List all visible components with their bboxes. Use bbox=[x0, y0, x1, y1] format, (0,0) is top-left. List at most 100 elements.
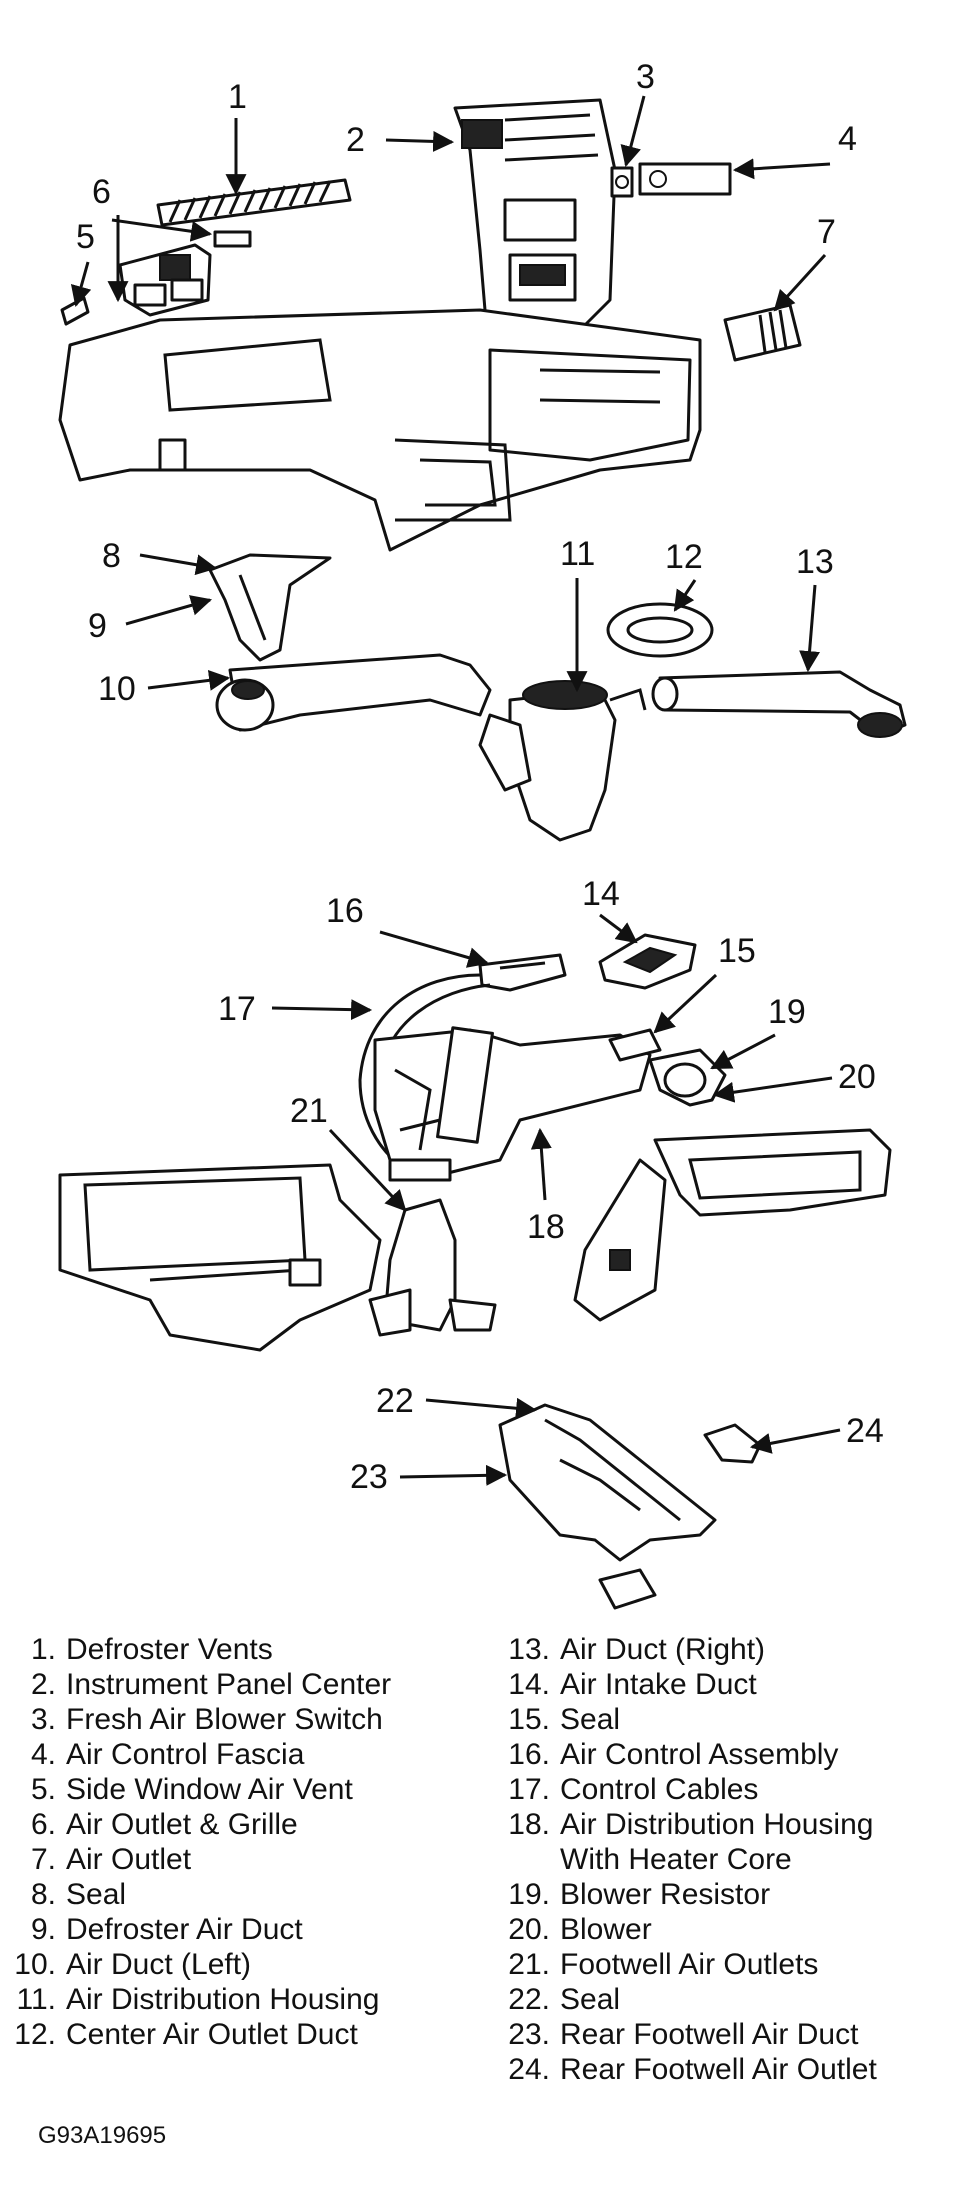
callout-9: 9 bbox=[88, 607, 107, 645]
air-duct-left-part bbox=[215, 653, 492, 732]
legend-item: 13. Air Duct (Right) bbox=[494, 1632, 877, 1667]
legend-item-label: Center Air Outlet Duct bbox=[66, 2018, 358, 2051]
air-duct-right-part bbox=[651, 670, 907, 738]
callout-1: 1 bbox=[228, 78, 247, 116]
defroster-air-duct-part bbox=[208, 553, 332, 662]
exploded-parts-diagram: 1 2 3 4 6 5 7 8 9 10 11 12 13 14 16 15 1… bbox=[58, 58, 907, 1610]
legend-item-number: 10. bbox=[14, 1948, 56, 1981]
legend-item-number: 21. bbox=[508, 1948, 550, 1981]
legend-item: 7.Air Outlet bbox=[0, 1842, 391, 1877]
legend-item-label: Air Outlet & Grille bbox=[66, 1808, 298, 1841]
console-right-part bbox=[573, 1128, 892, 1322]
legend-item-number: 24. bbox=[508, 2053, 550, 2086]
legend-item: 1. Defroster Vents bbox=[0, 1632, 391, 1667]
legend-item-number: 16. bbox=[508, 1738, 550, 1771]
legend-item-label: Blower bbox=[560, 1913, 652, 1946]
legend-item: 11. Air Distribution Housing bbox=[0, 1982, 391, 2017]
heater-core-housing-part bbox=[373, 1026, 652, 1182]
legend-item: 16. Air Control Assembly bbox=[494, 1737, 877, 1772]
callout-2: 2 bbox=[346, 121, 365, 159]
legend-item-label: Air Duct (Left) bbox=[66, 1948, 252, 1981]
legend-item-label: Seal bbox=[560, 1703, 621, 1736]
legend-item-label: Defroster Air Duct bbox=[66, 1913, 303, 1946]
legend-item-label: Side Window Air Vent bbox=[66, 1773, 353, 1806]
legend-item: 2. Instrument Panel Center bbox=[0, 1667, 391, 1702]
legend-item: 4. Air Control Fascia bbox=[0, 1737, 391, 1772]
small-outlet-part bbox=[598, 1568, 657, 1610]
console-left-part bbox=[58, 1163, 382, 1352]
legend-item: 21. Footwell Air Outlets bbox=[494, 1947, 877, 1982]
legend-item-number: 19. bbox=[508, 1878, 550, 1911]
legend-item-label: Fresh Air Blower Switch bbox=[66, 1703, 383, 1736]
legend-item-number: 4. bbox=[30, 1738, 56, 1771]
dashboard-body-part bbox=[58, 308, 702, 552]
legend-item-number: 2. bbox=[30, 1668, 56, 1701]
callout-19: 19 bbox=[768, 993, 806, 1031]
legend-item-number: 11. bbox=[16, 1983, 56, 2016]
legend-item: 17.Control Cables bbox=[494, 1772, 877, 1807]
legend-item-number: 8. bbox=[30, 1878, 56, 1911]
blower-part bbox=[648, 1048, 727, 1107]
legend-item-number: 5. bbox=[30, 1773, 56, 1806]
callout-7: 7 bbox=[817, 213, 836, 251]
legend-item: 19. Blower Resistor bbox=[494, 1877, 877, 1912]
legend-item: 20. Blower bbox=[494, 1912, 877, 1947]
callout-5: 5 bbox=[76, 218, 95, 256]
legend-item-label: Instrument Panel Center bbox=[66, 1668, 392, 1701]
legend-item: 12. Center Air Outlet Duct bbox=[0, 2017, 391, 2052]
callout-18: 18 bbox=[527, 1208, 565, 1246]
legend-item-label: Air Distribution Housing bbox=[66, 1983, 380, 2016]
leader-lines bbox=[70, 95, 841, 1486]
callout-23: 23 bbox=[350, 1458, 388, 1496]
callout-10: 10 bbox=[98, 670, 136, 708]
seal-15-part bbox=[608, 1028, 662, 1062]
instrument-panel-center-part bbox=[453, 98, 617, 337]
legend-item-number: 20. bbox=[508, 1913, 550, 1946]
legend-item-number: 9. bbox=[30, 1913, 56, 1946]
legend-item-number: 14. bbox=[508, 1668, 550, 1701]
fresh-air-blower-switch-part bbox=[610, 166, 634, 198]
defroster-vents-part bbox=[156, 178, 352, 227]
callout-11: 11 bbox=[560, 535, 595, 573]
air-control-assembly-part bbox=[478, 953, 567, 992]
legend-item-label: Rear Footwell Air Duct bbox=[560, 2018, 859, 2051]
legend-item-label: Blower Resistor bbox=[560, 1878, 771, 1911]
callout-14: 14 bbox=[582, 875, 620, 913]
legend-item-label: Air Control Fascia bbox=[66, 1738, 305, 1771]
callout-12: 12 bbox=[665, 538, 703, 576]
legend-item-number: 6. bbox=[30, 1808, 56, 1841]
legend-item-number bbox=[494, 1842, 560, 1877]
legend-item-label: Defroster Vents bbox=[66, 1633, 273, 1666]
legend-item: 5. Side Window Air Vent bbox=[0, 1772, 391, 1807]
legend-item-number: 15. bbox=[508, 1703, 550, 1736]
callout-17: 17 bbox=[218, 990, 256, 1028]
legend-item-number: 13. bbox=[508, 1633, 550, 1666]
legend-item-number: 1. bbox=[30, 1633, 56, 1666]
air-intake-duct-part bbox=[598, 933, 697, 990]
callout-6: 6 bbox=[92, 173, 111, 211]
air-control-fascia-part bbox=[638, 162, 732, 196]
legend-item-label: Air Control Assembly bbox=[560, 1738, 839, 1771]
side-window-air-vent-part bbox=[60, 296, 90, 326]
callout-16: 16 bbox=[326, 892, 364, 930]
legend-item: 15. Seal bbox=[494, 1702, 877, 1737]
legend-item-number: 12. bbox=[14, 2018, 56, 2051]
legend-item: 8.Seal bbox=[0, 1877, 391, 1912]
legend-item-label: Rear Footwell Air Outlet bbox=[560, 2053, 877, 2086]
legend-item-label: Air Duct (Right) bbox=[560, 1633, 766, 1666]
legend-item-label: Air Intake Duct bbox=[560, 1668, 757, 1701]
figure-code: G93A19695 bbox=[38, 2122, 167, 2149]
legend-item-label: Footwell Air Outlets bbox=[560, 1948, 819, 1981]
legend-item-label: Air Distribution Housing bbox=[560, 1808, 874, 1841]
legend-item: 22.Seal bbox=[494, 1982, 877, 2017]
callout-15: 15 bbox=[718, 932, 756, 970]
rear-footwell-air-duct-part bbox=[498, 1403, 717, 1562]
legend-item-label: Air Outlet bbox=[66, 1843, 192, 1876]
legend-item: With Heater Core bbox=[494, 1842, 877, 1877]
legend-item: 9. Defroster Air Duct bbox=[0, 1912, 391, 1947]
legend-item-label: Control Cables bbox=[560, 1773, 759, 1806]
legend-item-number: 18. bbox=[508, 1808, 550, 1841]
legend-left-column: 1. Defroster Vents 2. Instrument Panel Cent… bbox=[0, 1632, 391, 2052]
callout-22: 22 bbox=[376, 1382, 414, 1420]
